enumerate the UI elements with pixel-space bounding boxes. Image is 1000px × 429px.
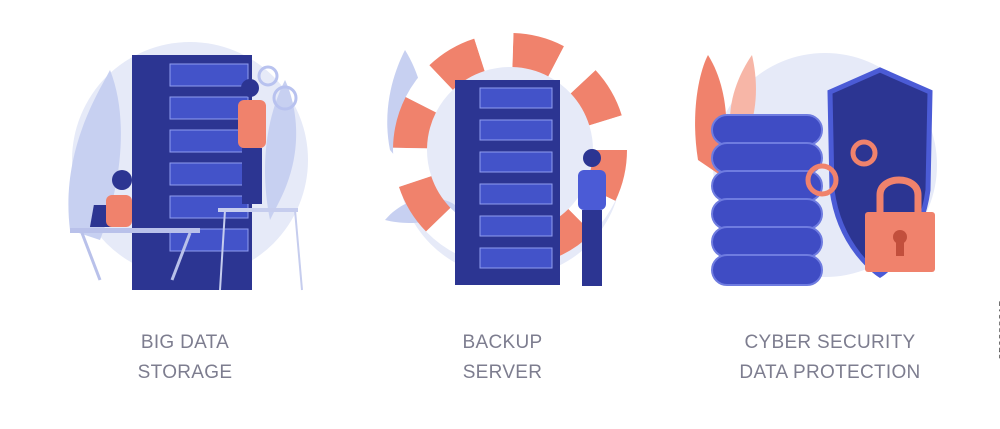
caption-line-1: CYBER SECURITY [744,332,916,353]
cyber-security-panel: CYBER SECURITY DATA PROTECTION [690,0,970,429]
big-data-storage-illustration [68,42,308,291]
backup-server-panel: BACKUP SERVER [370,0,635,429]
big-data-storage-panel: BIG DATA STORAGE [40,0,330,429]
big-data-storage-caption: BIG DATA STORAGE [40,328,330,388]
caption-line-1: BACKUP [462,332,543,353]
backup-server-caption: BACKUP SERVER [370,328,635,388]
backup-server-illustration [385,33,627,286]
caption-line-1: BIG DATA [140,332,230,353]
caption-line-2: SERVER [462,362,543,383]
caption-line-2: DATA PROTECTION [739,362,921,383]
cyber-security-illustration [695,53,937,286]
cyber-security-caption: CYBER SECURITY DATA PROTECTION [690,328,970,388]
caption-line-2: STORAGE [137,362,233,383]
